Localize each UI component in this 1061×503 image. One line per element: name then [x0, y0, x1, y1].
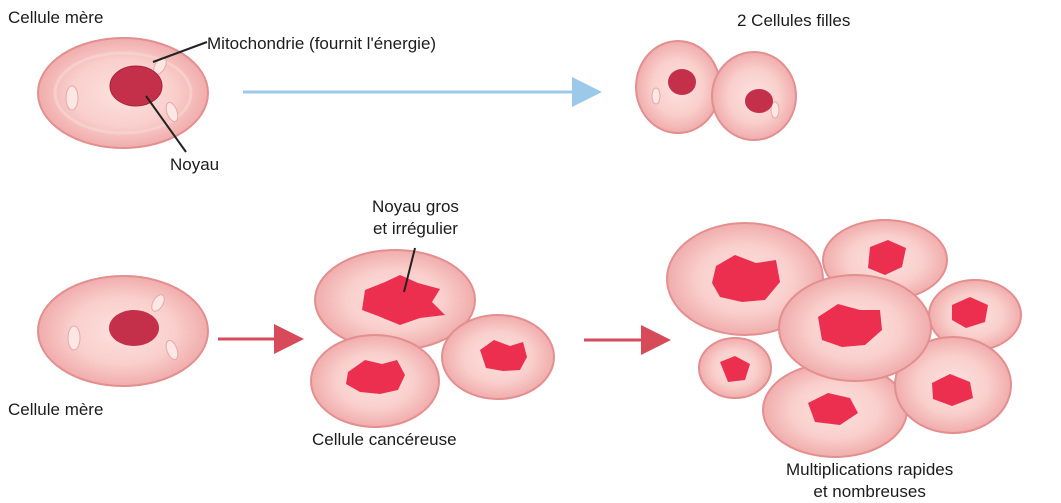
normal-nucleus-bottom	[109, 310, 159, 346]
label-daughter-cells: 2 Cellules filles	[737, 10, 850, 32]
proliferating-cells	[667, 220, 1021, 457]
label-mother-cell-bottom: Cellule mère	[8, 399, 103, 421]
cancer-cell-cluster	[311, 250, 554, 427]
label-rapid-multiplication-line1: Multiplications rapides	[786, 459, 953, 481]
label-mitochondria: Mitochondrie (fournit l'énergie)	[207, 33, 436, 55]
label-big-nucleus: Noyau gros et irrégulier	[372, 196, 459, 240]
label-mother-cell-top: Cellule mère	[8, 7, 103, 29]
daughter-nucleus-left	[668, 69, 696, 95]
normal-nucleus	[110, 66, 162, 106]
mother-cell-normal	[38, 38, 208, 148]
label-big-nucleus-line2: et irrégulier	[372, 218, 459, 240]
mother-cell-bottom	[38, 276, 208, 386]
label-cancer-cell: Cellule cancéreuse	[312, 429, 457, 451]
label-nucleus: Noyau	[170, 154, 219, 176]
daughter-cells	[636, 41, 796, 140]
mitochondria	[66, 86, 78, 110]
label-rapid-multiplication: Multiplications rapides et nombreuses	[786, 459, 953, 503]
label-big-nucleus-line1: Noyau gros	[372, 196, 459, 218]
daughter-nucleus-right	[745, 89, 773, 113]
